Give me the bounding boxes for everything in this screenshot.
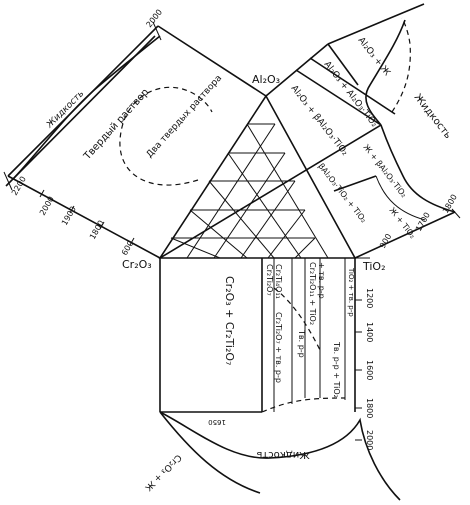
label-ss-solid: Твердый раствор <box>81 87 151 163</box>
label-cr-col1: Cr₂Ti₂O₇ <box>265 264 274 296</box>
vertex-al2o3: Al₂O₃ <box>252 73 280 86</box>
label-al-mid: Al₂O₃ + Al₂O₃·TiO₂ <box>322 60 380 130</box>
label-ss-two-solid: Два твердых раствора <box>145 73 224 160</box>
label-cr-col4: Тв. р-р + TiO₂ <box>332 341 341 398</box>
tick-ss-1900: 1900 <box>60 205 78 227</box>
tick-cr-1600: 1600 <box>365 360 374 380</box>
label-cr-tv2: Тв. р-р <box>297 329 306 358</box>
label-cr-liquid: Жидкость <box>256 449 310 460</box>
tick-cr-1800: 1800 <box>365 398 374 418</box>
label-cr-col3: Cr₂Ti₂O₁₁ + TiO₂ <box>308 262 317 325</box>
vertex-tio2: TiO₂ <box>362 260 386 273</box>
tick-ss-600: 600 <box>120 239 135 257</box>
label-al-liquid: Жидкость <box>412 92 454 141</box>
triangle-grid <box>170 123 329 259</box>
label-al-tio2-small: Ж + TiO₂ <box>387 206 417 241</box>
label-cr-col3b: + тв. р-р <box>317 262 326 299</box>
label-cr-main: Cr₂O₃ + Cr₂Ti₂O₇ <box>223 276 236 365</box>
tick-ss-1800: 1800 <box>88 219 106 241</box>
tick-cr-1650: 1650 <box>208 418 226 426</box>
panel-al2o3-tio2 <box>265 3 461 259</box>
panel-cr2o3-tio2 <box>159 257 401 501</box>
tick-ati-1800: 1800 <box>441 193 459 215</box>
label-al-ti-lower: βAl₂O₃·TiO₂ + TiO₂ <box>316 162 368 225</box>
tick-cr-1200: 1200 <box>365 288 374 308</box>
tick-cr-1400: 1400 <box>365 322 374 342</box>
ternary-triangle <box>158 94 382 259</box>
vertex-cr2o3: Cr₂O₃ <box>122 258 152 271</box>
tick-ati-1700: 1700 <box>414 211 432 233</box>
label-cr-right: TiO₂ + тв. р-р <box>347 267 355 317</box>
tick-ss-2000: 2000 <box>38 195 56 217</box>
label-cr-tv1: Cr₂Ti₂O₇ + тв. р-р <box>274 312 283 383</box>
label-ss-liquid: Жидкость <box>44 89 86 131</box>
tick-cr-2000: 2000 <box>365 430 374 450</box>
label-cr2o3-liquid: Cr₂O₃ + Ж <box>142 452 183 493</box>
label-cr-col1b: Cr₂Ti₄O₁₁ <box>274 264 283 299</box>
label-al-left: Al₂O₃ + βAl₂O₃·TiO₂ <box>289 84 350 158</box>
panel-al2o3-cr2o3 <box>3 21 267 259</box>
